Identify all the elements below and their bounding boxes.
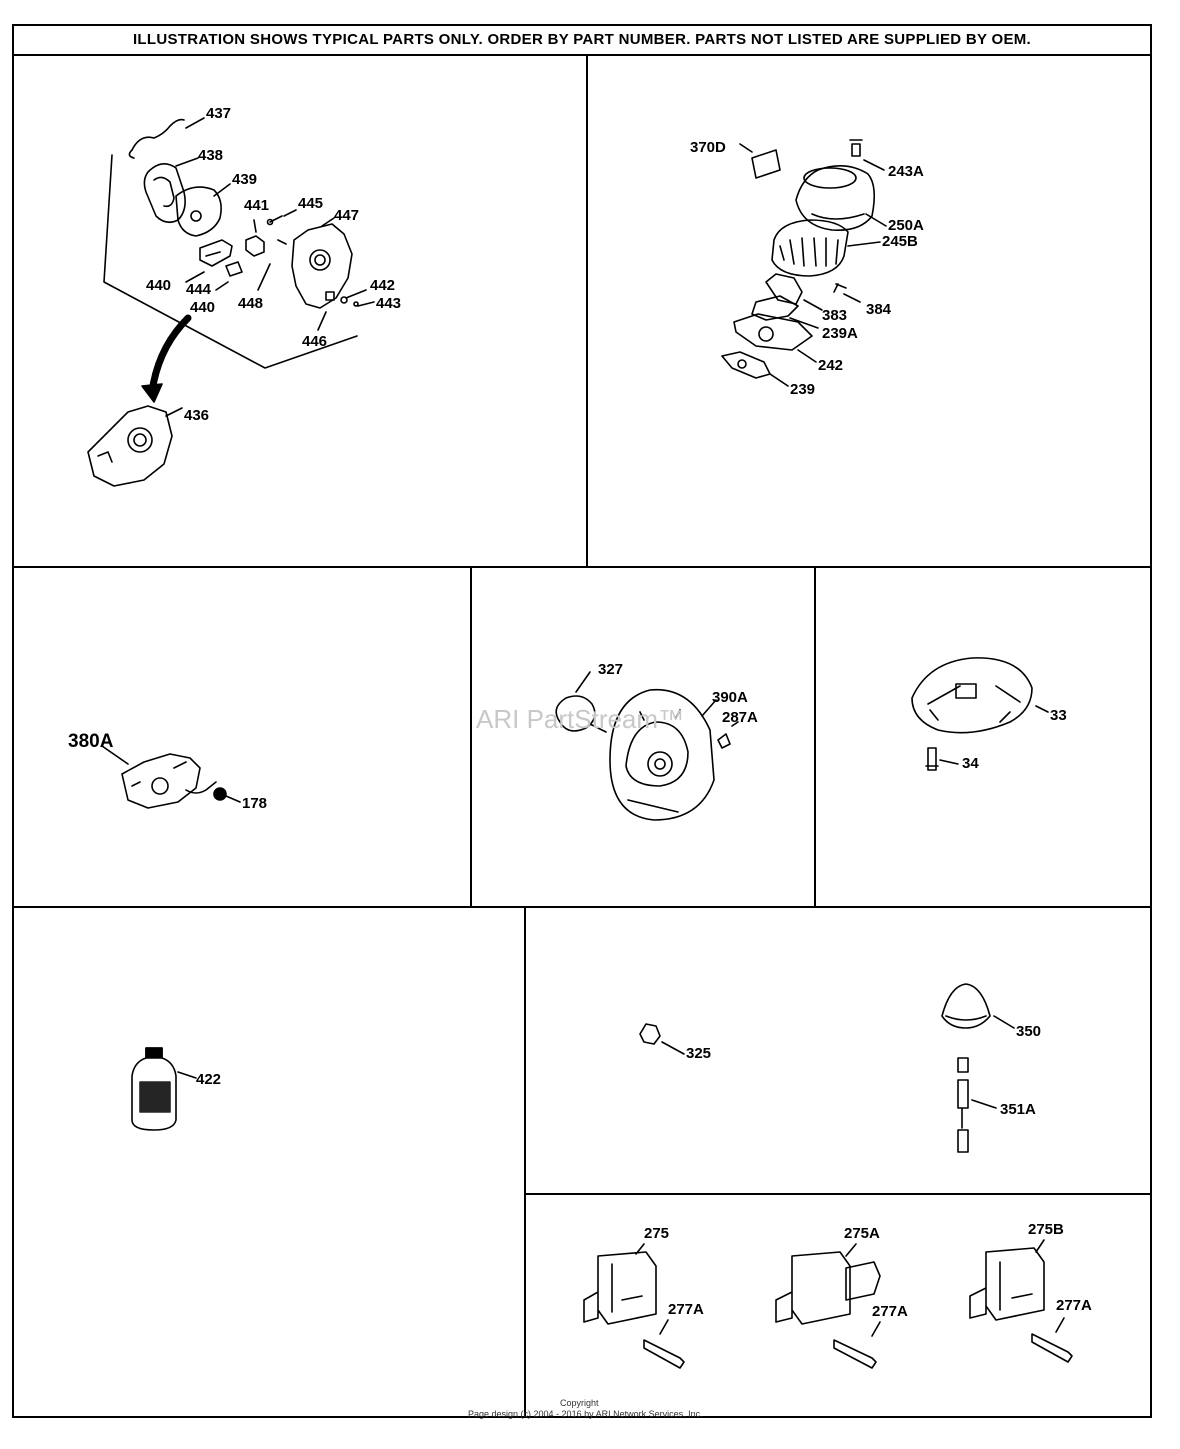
part-243A-screw	[849, 139, 863, 157]
part-178	[213, 787, 227, 801]
part-436-housing	[87, 405, 173, 487]
label-447[interactable]: 447	[334, 207, 360, 224]
label-436[interactable]: 436	[184, 407, 210, 424]
part-351A-line	[957, 1057, 969, 1153]
label-383[interactable]: 383	[822, 307, 848, 324]
label-325[interactable]: 325	[686, 1045, 712, 1062]
label-33[interactable]: 33	[1050, 707, 1067, 724]
divider-bottom-v	[524, 906, 526, 1416]
part-277A-pin-2	[833, 1339, 877, 1369]
part-34-screw	[925, 747, 939, 771]
part-275B-muffler	[969, 1247, 1045, 1321]
label-243A[interactable]: 243A	[888, 163, 924, 180]
part-447-bracket	[291, 223, 353, 309]
part-327-screen	[555, 695, 596, 732]
part-439-gasket	[175, 186, 222, 237]
label-439[interactable]: 439	[232, 171, 258, 188]
part-440-point	[199, 239, 233, 267]
part-325-clip	[639, 1023, 661, 1045]
part-287A-screw	[717, 733, 731, 749]
part-383-elbow	[765, 273, 803, 305]
label-287A[interactable]: 287A	[722, 709, 758, 726]
label-351A[interactable]: 351A	[1000, 1101, 1036, 1118]
part-437-spring	[131, 118, 185, 151]
footer-copyright: Copyright	[560, 1398, 599, 1408]
part-380A-carburetor	[121, 753, 201, 809]
divider-row1	[14, 566, 1150, 568]
header-notice: ILLUSTRATION SHOWS TYPICAL PARTS ONLY. O…	[132, 31, 1032, 48]
label-380A[interactable]: 380A	[68, 731, 114, 752]
label-443[interactable]: 443	[376, 295, 402, 312]
label-250A[interactable]: 250A	[888, 217, 924, 234]
label-34[interactable]: 34	[962, 755, 979, 772]
label-442[interactable]: 442	[370, 277, 396, 294]
label-437[interactable]: 437	[206, 105, 232, 122]
divider-mid-v2	[814, 566, 816, 908]
label-440-lower[interactable]: 440	[190, 299, 216, 316]
label-327[interactable]: 327	[598, 661, 624, 678]
label-390A[interactable]: 390A	[712, 689, 748, 706]
label-370D[interactable]: 370D	[690, 139, 726, 156]
divider-top-v	[586, 54, 588, 568]
part-390A-housing	[609, 688, 715, 821]
part-277A-pin-1	[643, 1339, 685, 1369]
divider-mid-v1	[470, 566, 472, 908]
label-245B[interactable]: 245B	[882, 233, 918, 250]
part-277A-pin-3	[1031, 1333, 1073, 1363]
label-440-upper[interactable]: 440	[146, 277, 172, 294]
label-438[interactable]: 438	[198, 147, 224, 164]
divider-muffler	[524, 1193, 1150, 1195]
label-178[interactable]: 178	[242, 795, 268, 812]
label-384[interactable]: 384	[866, 301, 892, 318]
label-350[interactable]: 350	[1016, 1023, 1042, 1040]
part-441-nut	[245, 235, 265, 257]
part-245B-element	[771, 219, 849, 277]
part-275-muffler	[583, 1251, 657, 1325]
label-446[interactable]: 446	[302, 333, 328, 350]
label-275[interactable]: 275	[644, 1225, 670, 1242]
part-384-screw	[833, 283, 847, 293]
label-448[interactable]: 448	[238, 295, 264, 312]
label-275B[interactable]: 275B	[1028, 1221, 1064, 1238]
part-350-bulb	[941, 983, 991, 1029]
part-239A-gasket	[751, 295, 799, 321]
label-441[interactable]: 441	[244, 197, 270, 214]
part-275A-muffler	[775, 1251, 851, 1325]
footer-page-design: Page design (c) 2004 - 2016 by ARI Netwo…	[468, 1409, 703, 1419]
part-422-bottle	[131, 1047, 177, 1131]
part-242-base	[733, 313, 813, 351]
watermark: ARI PartStream™	[476, 704, 685, 734]
divider-header	[14, 54, 1150, 56]
part-444-condenser	[225, 261, 243, 277]
label-444[interactable]: 444	[186, 281, 212, 298]
label-277A-1[interactable]: 277A	[668, 1301, 704, 1318]
label-239[interactable]: 239	[790, 381, 816, 398]
label-277A-2[interactable]: 277A	[872, 1303, 908, 1320]
label-277A-3[interactable]: 277A	[1056, 1297, 1092, 1314]
label-445[interactable]: 445	[298, 195, 324, 212]
part-370D-decal	[751, 149, 781, 179]
label-275A[interactable]: 275A	[844, 1225, 880, 1242]
divider-row2	[14, 906, 1150, 908]
diagram-frame	[12, 24, 1152, 1418]
label-242[interactable]: 242	[818, 357, 844, 374]
label-239A[interactable]: 239A	[822, 325, 858, 342]
part-33-plate	[911, 657, 1033, 734]
part-250A-cover	[795, 165, 876, 232]
label-422[interactable]: 422	[196, 1071, 222, 1088]
